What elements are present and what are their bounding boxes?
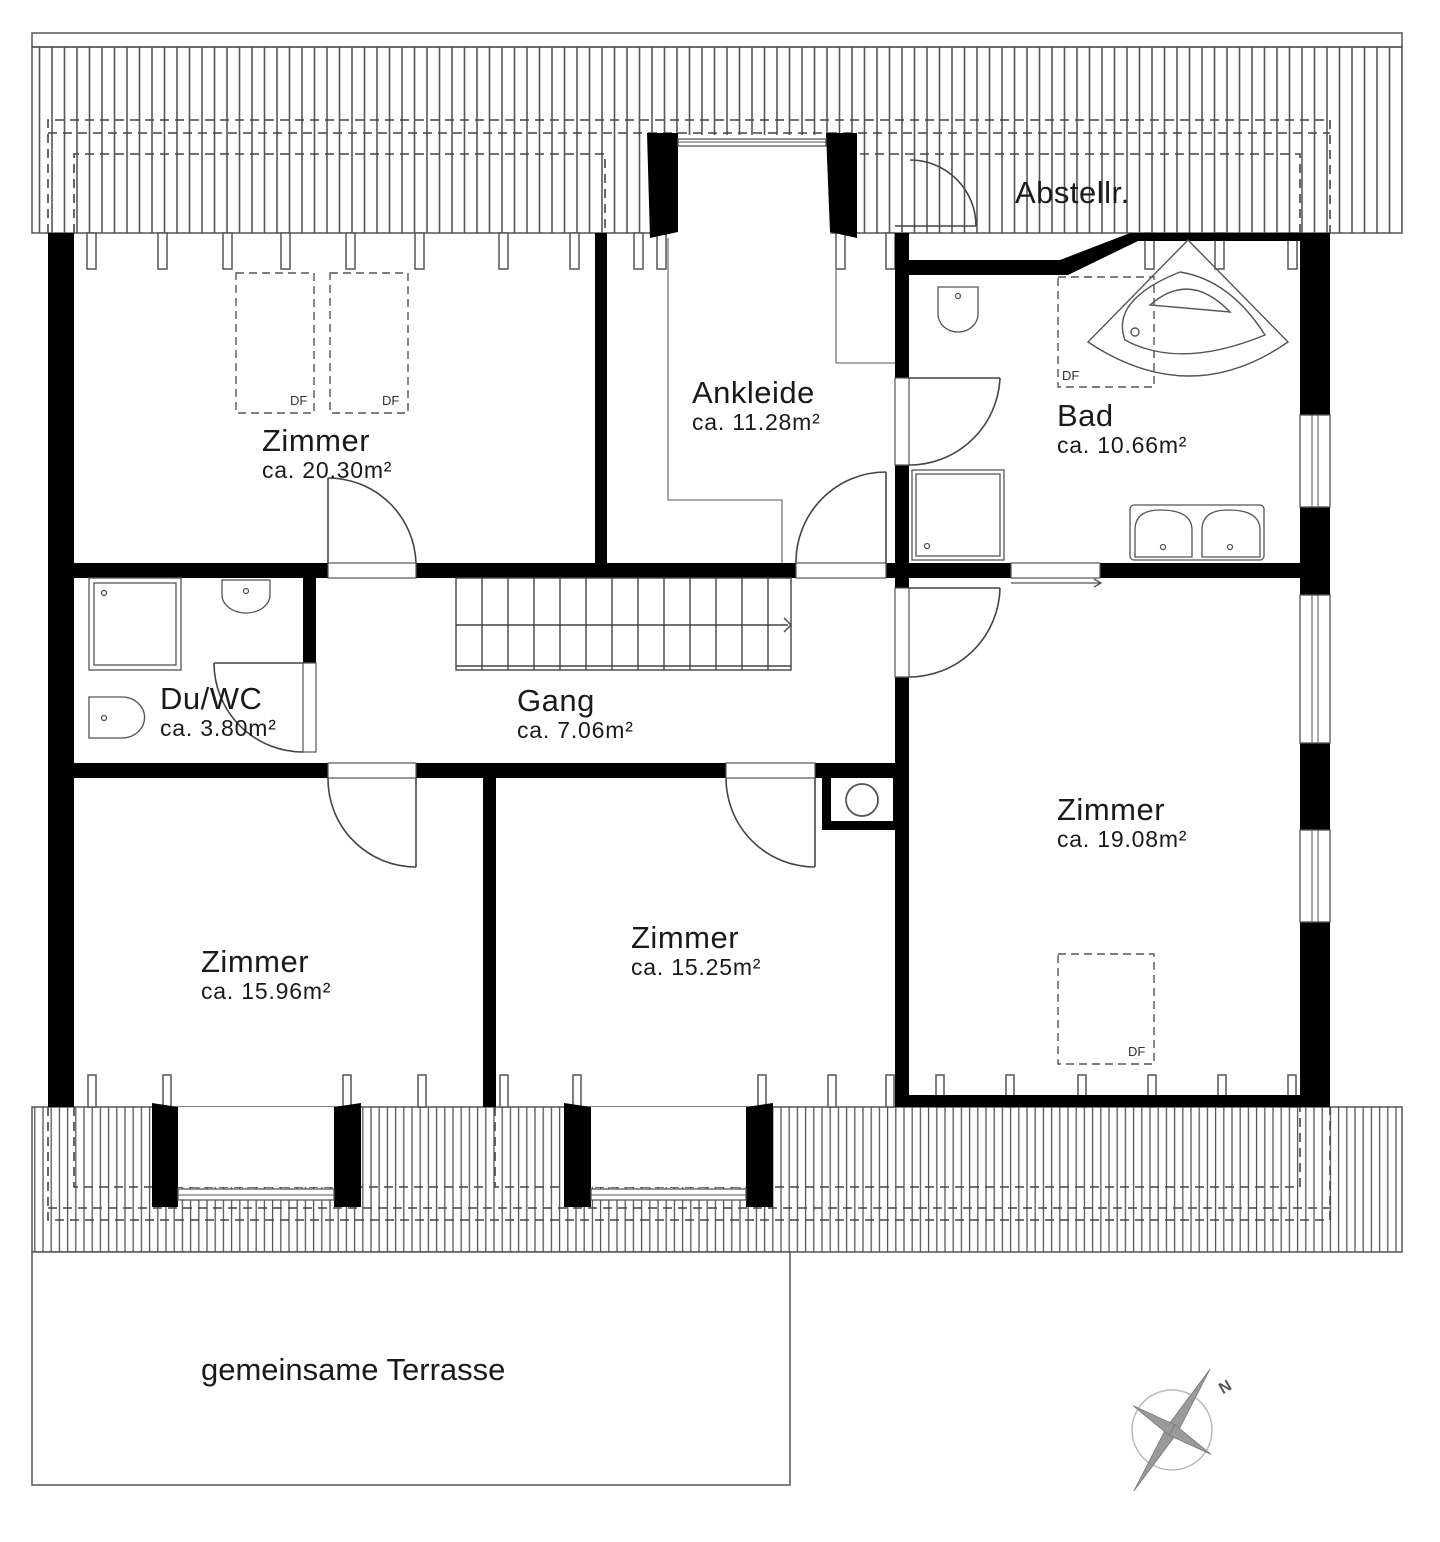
skylight-label: DF <box>382 393 400 408</box>
room-label-du-wc: Du/WC ca. 3.80m² <box>160 683 277 740</box>
storage-label: Abstellr. <box>1015 175 1130 210</box>
ankleide-lines <box>667 238 895 563</box>
window-sills <box>1311 415 1319 922</box>
compass-rose-icon <box>1131 1368 1213 1492</box>
room-area: ca. 10.66m² <box>1057 432 1188 458</box>
windows-right <box>1299 414 1331 923</box>
room-label-zimmer-s: Zimmer ca. 15.25m² <box>631 922 761 979</box>
room-name: Zimmer <box>631 920 740 955</box>
room-area: ca. 15.96m² <box>201 978 332 1004</box>
room-area: ca. 20.30m² <box>262 457 393 483</box>
double-sink <box>1129 504 1265 561</box>
skylight-label: DF <box>1062 368 1080 383</box>
chimney-flue <box>845 783 879 817</box>
room-area: ca. 19.08m² <box>1057 826 1188 852</box>
room-area: ca. 15.25m² <box>631 954 762 980</box>
room-label-gang: Gang ca. 7.06m² <box>517 685 634 742</box>
sliding-door-arrow <box>1011 578 1103 588</box>
shower-duwc <box>88 577 182 671</box>
skylights <box>235 272 1155 1065</box>
rafter-stubs-top <box>86 232 1298 270</box>
room-label-zimmer-sw: Zimmer ca. 15.96m² <box>201 946 331 1003</box>
dormer-bottom-right <box>564 1103 773 1207</box>
dormer-top <box>647 133 857 238</box>
room-area: ca. 3.80m² <box>160 715 277 741</box>
skylight-label: DF <box>1128 1044 1146 1059</box>
room-label-ankleide: Ankleide ca. 11.28m² <box>692 377 821 434</box>
toilet-bad <box>937 286 979 333</box>
sink-duwc <box>221 579 271 614</box>
room-name: Zimmer <box>201 944 310 979</box>
room-area: ca. 7.06m² <box>517 717 634 743</box>
room-name: Du/WC <box>160 681 263 716</box>
room-name: Zimmer <box>262 423 371 458</box>
dormer-bottom-left <box>152 1103 361 1207</box>
terrace-label: gemeinsame Terrasse <box>201 1352 506 1387</box>
staircase <box>455 577 792 671</box>
room-label-zimmer-e: Zimmer ca. 19.08m² <box>1057 794 1187 851</box>
shower-bad <box>911 469 1005 561</box>
room-label-bad: Bad ca. 10.66m² <box>1057 400 1187 457</box>
room-area: ca. 11.28m² <box>692 409 821 435</box>
doors <box>213 159 1001 868</box>
skylight-label: DF <box>290 393 308 408</box>
room-label-zimmer-nw: Zimmer ca. 20.30m² <box>262 425 392 482</box>
corner-bathtub <box>1086 239 1290 377</box>
room-name: Bad <box>1057 398 1114 433</box>
room-name: Gang <box>517 683 595 718</box>
room-name: Ankleide <box>692 375 815 410</box>
toilet-duwc <box>88 696 146 739</box>
room-name: Zimmer <box>1057 792 1166 827</box>
door-thresholds <box>302 377 1101 779</box>
terrace-outline <box>31 1251 791 1486</box>
